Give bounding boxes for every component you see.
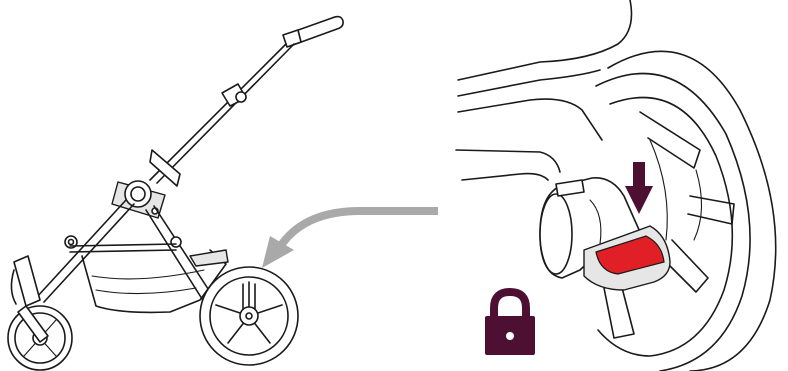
stroller-hub — [112, 181, 165, 218]
curved-arrow-icon — [262, 211, 438, 268]
stroller-front-wheel — [8, 256, 72, 370]
stroller-rear-wheel — [200, 267, 298, 365]
lock-icon — [485, 292, 535, 355]
brake-detail-illustration — [456, 0, 776, 371]
stroller-illustration — [8, 17, 343, 370]
stroller-handle-tube — [150, 44, 286, 180]
stroller-handlebar — [283, 17, 343, 47]
